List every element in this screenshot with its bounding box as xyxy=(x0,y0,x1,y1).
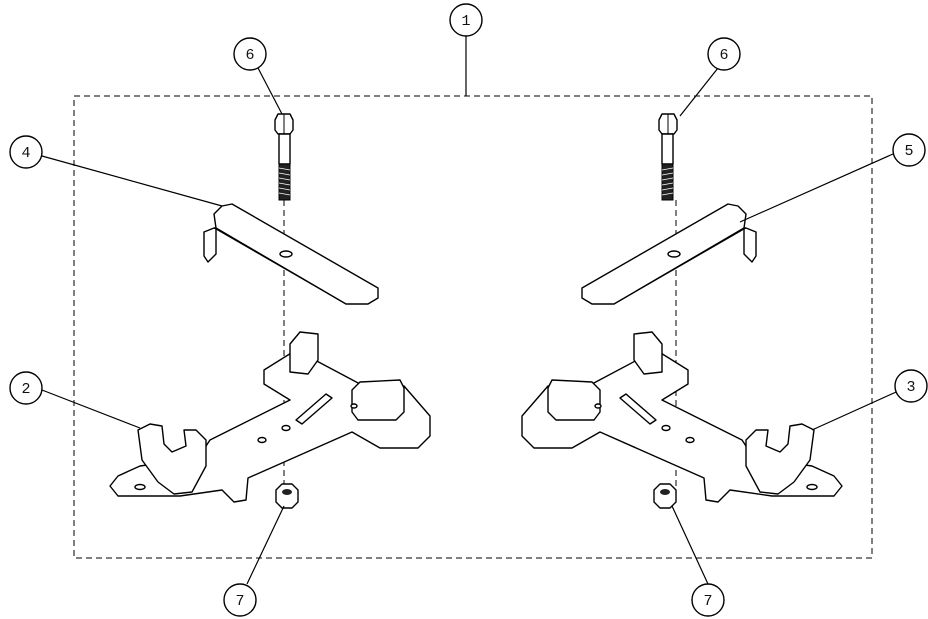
right-clamp-plate xyxy=(581,203,757,305)
callout-right-bolt: 6 xyxy=(707,37,741,71)
left-bolt xyxy=(274,113,294,201)
leader-2 xyxy=(41,389,141,429)
leader-6-right xyxy=(679,67,719,117)
callout-label: 1 xyxy=(461,13,470,30)
callout-label: 7 xyxy=(235,593,244,610)
callout-label: 6 xyxy=(245,47,254,64)
leader-6-left xyxy=(257,67,283,115)
left-clamp-plate xyxy=(203,203,379,305)
callout-right-base-bracket: 3 xyxy=(894,369,928,403)
callout-right-nut: 7 xyxy=(691,583,725,617)
callout-label: 5 xyxy=(904,143,913,160)
callout-label: 6 xyxy=(719,47,728,64)
leader-lines xyxy=(41,36,906,585)
leader-5 xyxy=(739,153,894,223)
callout-label: 2 xyxy=(21,381,30,398)
callout-label: 4 xyxy=(21,145,30,162)
right-base-bracket xyxy=(521,331,843,503)
right-nut xyxy=(653,483,677,509)
callout-left-bolt: 6 xyxy=(233,37,267,71)
left-hardware-group xyxy=(109,113,431,509)
callout-left-clamp-plate: 4 xyxy=(9,135,43,169)
leader-3 xyxy=(811,387,906,431)
right-bolt xyxy=(658,113,678,201)
callout-right-clamp-plate: 5 xyxy=(892,133,926,167)
left-base-bracket xyxy=(109,331,431,503)
callout-left-base-bracket: 2 xyxy=(9,371,43,405)
callout-left-nut: 7 xyxy=(223,583,257,617)
leader-7-right xyxy=(671,505,709,585)
callout-label: 7 xyxy=(703,593,712,610)
right-hardware-group xyxy=(521,113,843,509)
leader-7-left xyxy=(246,505,285,585)
callout-assembly: 1 xyxy=(449,3,483,37)
callout-label: 3 xyxy=(906,379,915,396)
left-nut xyxy=(275,483,299,509)
leader-4 xyxy=(41,155,223,207)
